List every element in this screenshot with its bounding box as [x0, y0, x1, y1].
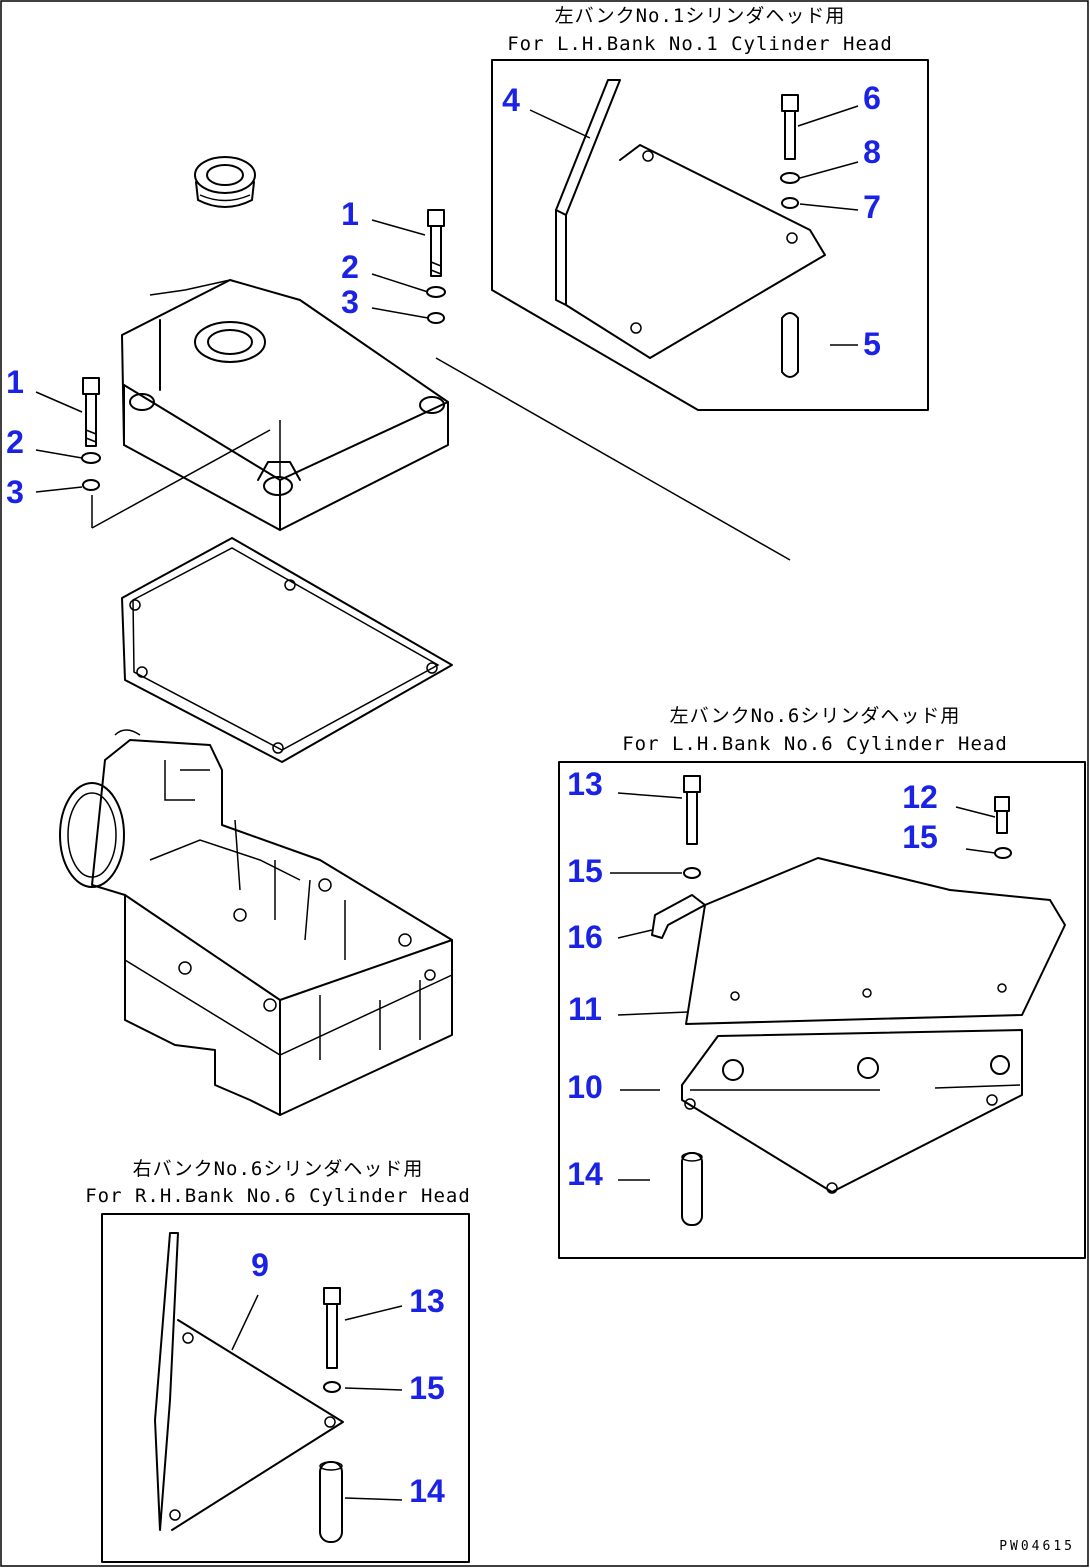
callout-10: 10 — [567, 1069, 603, 1105]
caption-lh-no1-jp: 左バンクNo.1シリンダヘッド用 — [555, 5, 846, 27]
washer-upper — [427, 312, 445, 324]
bolt-13-rh6 — [323, 1287, 341, 1369]
callout-13: 13 — [567, 766, 603, 802]
callout-3: 3 — [341, 284, 359, 320]
bolt-left — [82, 377, 100, 447]
dowel-14-lh6 — [681, 1152, 703, 1226]
callout-7: 7 — [863, 189, 881, 225]
callout-15: 15 — [567, 853, 603, 889]
callout-1: 1 — [6, 364, 24, 400]
callout-16: 16 — [567, 919, 603, 955]
bolt-upper — [427, 209, 445, 277]
callout-2: 2 — [6, 424, 24, 460]
caption-lh-no6-en: For L.H.Bank No.6 Cylinder Head — [622, 733, 1008, 755]
caption-lh-no1-en: For L.H.Bank No.1 Cylinder Head — [507, 33, 893, 55]
washer-15-lh6-left — [683, 867, 701, 879]
bolt-12 — [994, 796, 1010, 834]
washer-15-lh6-right — [994, 847, 1012, 859]
bolt-6 — [781, 94, 799, 160]
washer-left — [82, 479, 100, 491]
bracket-4 — [555, 79, 826, 359]
callout-8: 8 — [863, 134, 881, 170]
callout-2: 2 — [341, 249, 359, 285]
spring-washer-8 — [780, 172, 800, 184]
washer-7 — [781, 197, 799, 209]
bolt-13-lh6 — [683, 775, 701, 845]
clamp-16 — [651, 894, 706, 939]
callout-12: 12 — [902, 779, 938, 815]
callout-5: 5 — [863, 326, 881, 362]
callout-3: 3 — [6, 474, 24, 510]
detail-box-lh-no6 — [558, 761, 1086, 1259]
washer-15-rh6 — [323, 1381, 341, 1393]
caption-rh-no6-jp: 右バンクNo.6シリンダヘッド用 — [133, 1158, 424, 1180]
gasket — [121, 537, 453, 763]
bracket-10 — [681, 1029, 1023, 1194]
spring-washer-upper — [426, 286, 446, 298]
dowel-5 — [781, 312, 799, 378]
dowel-14-rh6 — [319, 1461, 343, 1543]
callout-1: 1 — [341, 196, 359, 232]
caption-lh-no6-jp: 左バンクNo.6シリンダヘッド用 — [670, 705, 961, 727]
callout-4: 4 — [502, 82, 520, 118]
cover-plate-11 — [685, 857, 1066, 1025]
leader-lines — [35, 105, 996, 1501]
callout-6: 6 — [863, 80, 881, 116]
head-cover — [121, 279, 449, 531]
bracket-9 — [154, 1232, 344, 1531]
ref-line-to-detail — [435, 357, 791, 561]
callout-9: 9 — [251, 1247, 269, 1283]
callout-15: 15 — [409, 1370, 445, 1406]
spring-washer-left — [81, 452, 101, 464]
callout-13: 13 — [409, 1283, 445, 1319]
callout-14: 14 — [567, 1156, 603, 1192]
cylinder-head — [59, 729, 453, 1116]
callout-11: 11 — [568, 991, 602, 1027]
caption-rh-no6-en: For R.H.Bank No.6 Cylinder Head — [85, 1185, 471, 1207]
callout-14: 14 — [409, 1473, 445, 1509]
drawing-code: PW04615 — [999, 1539, 1075, 1554]
detail-box-lh-no1 — [491, 59, 929, 411]
ref-line — [91, 429, 271, 529]
callout-15: 15 — [902, 819, 938, 855]
detail-box-rh-no6 — [101, 1213, 470, 1563]
breather-cap — [194, 156, 256, 208]
